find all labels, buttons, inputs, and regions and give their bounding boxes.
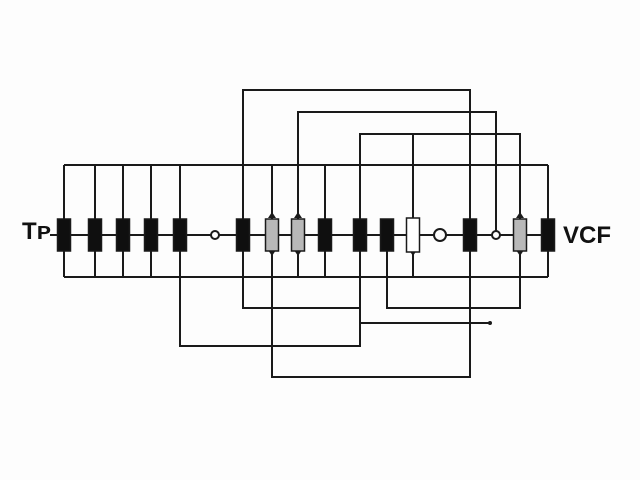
lower-wire-d [386, 235, 521, 309]
arrow-head-icon [516, 212, 524, 218]
black-component [462, 218, 478, 252]
output-label: VCF [563, 222, 611, 249]
junction-node [433, 228, 447, 242]
junction-node [491, 230, 501, 240]
black-component [115, 218, 131, 252]
lower-wire-c [271, 235, 471, 378]
gray-component [512, 218, 528, 252]
black-component [143, 218, 159, 252]
loop-wire-2 [297, 111, 497, 235]
black-component [352, 218, 368, 252]
arrow-head-icon [294, 212, 302, 218]
black-component [540, 218, 556, 252]
input-label: Tᴘ [22, 218, 52, 245]
junction-dot [488, 321, 492, 325]
outer-loop-wire [242, 89, 471, 235]
loop-wire-3 [359, 133, 521, 235]
arrow-head-icon [268, 212, 276, 218]
black-component [379, 218, 395, 252]
black-component [56, 218, 72, 252]
lower-wire-a [179, 235, 361, 347]
lower-wire-b [242, 235, 360, 309]
black-component [317, 218, 333, 252]
gray-component [264, 218, 280, 252]
junction-node [210, 230, 220, 240]
black-component [172, 218, 188, 252]
black-component [87, 218, 103, 252]
components-layer [56, 217, 556, 253]
gray-component [290, 218, 306, 252]
white-component [405, 217, 421, 253]
black-component [235, 218, 251, 252]
